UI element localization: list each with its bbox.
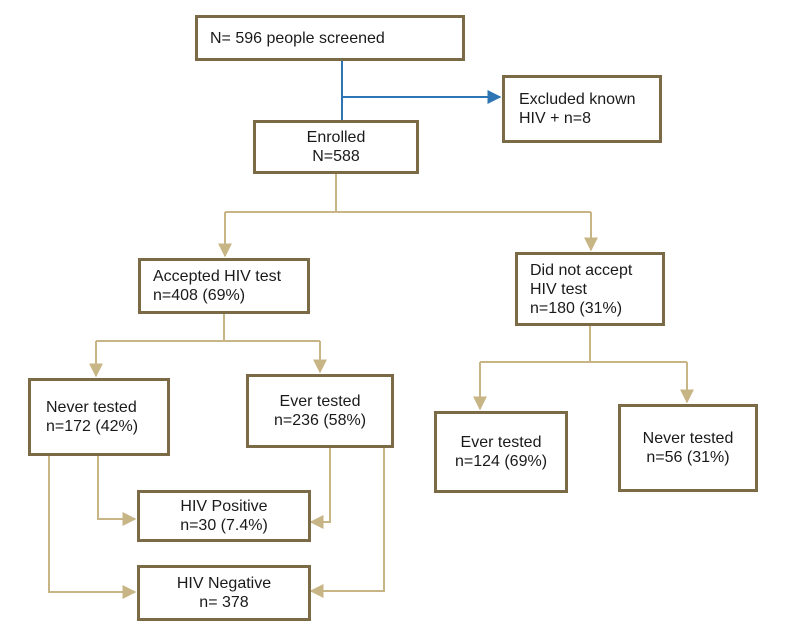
declined-ever-tested-count: n=124 (69%) <box>454 453 548 470</box>
accepted-label: Accepted HIV test <box>153 268 282 285</box>
declined-never-tested-label: Never tested <box>642 430 734 447</box>
declined-ever-tested-label: Ever tested <box>460 434 542 451</box>
declined-never-tested-box: Never tested n=56 (31%) <box>618 404 758 492</box>
arrow-ever-to-positive <box>309 447 331 529</box>
excluded-label: Excluded known <box>519 91 636 108</box>
accepted-box: Accepted HIV test n=408 (69%) <box>138 258 310 314</box>
accepted-count: n=408 (69%) <box>153 287 246 304</box>
connector-enrolled-split <box>225 173 591 213</box>
hiv-negative-label: HIV Negative <box>176 575 272 592</box>
excluded-count: HIV + n=8 <box>519 110 592 127</box>
accepted-never-tested-box: Never tested n=172 (42%) <box>28 378 170 456</box>
arrow-ever-to-negative <box>309 447 385 598</box>
connector-accepted-split <box>96 312 320 342</box>
enrolled-box: Enrolled N=588 <box>253 120 419 174</box>
enrolled-label: Enrolled <box>306 129 366 146</box>
declined-label-2: HIV test <box>530 280 587 298</box>
hiv-negative-count: n= 378 <box>199 594 249 611</box>
hiv-negative-box: HIV Negative n= 378 <box>137 565 311 621</box>
declined-box: Did not accept HIV test n=180 (31%) <box>515 252 665 326</box>
accepted-ever-tested-box: Ever tested n=236 (58%) <box>246 374 394 448</box>
hiv-positive-count: n=30 (7.4%) <box>180 517 268 534</box>
declined-never-tested-count: n=56 (31%) <box>646 449 730 466</box>
accepted-never-tested-count: n=172 (42%) <box>46 418 139 435</box>
connector-declined-split <box>480 325 687 363</box>
arrow-never-to-negative <box>48 455 137 599</box>
accepted-ever-tested-count: n=236 (58%) <box>273 412 367 429</box>
declined-count: n=180 (31%) <box>530 299 623 317</box>
declined-ever-tested-box: Ever tested n=124 (69%) <box>434 411 568 493</box>
arrow-never-to-positive <box>97 455 137 526</box>
hiv-positive-box: HIV Positive n=30 (7.4%) <box>137 490 311 542</box>
accepted-ever-tested-label: Ever tested <box>279 393 361 410</box>
screened-label: N= 596 people screened <box>210 29 385 47</box>
enrolled-count: N=588 <box>312 148 360 165</box>
hiv-positive-label: HIV Positive <box>180 498 268 515</box>
declined-label: Did not accept <box>530 261 633 279</box>
accepted-never-tested-label: Never tested <box>46 399 137 416</box>
excluded-box: Excluded known HIV + n=8 <box>502 75 662 143</box>
screened-box: N= 596 people screened <box>195 15 465 61</box>
